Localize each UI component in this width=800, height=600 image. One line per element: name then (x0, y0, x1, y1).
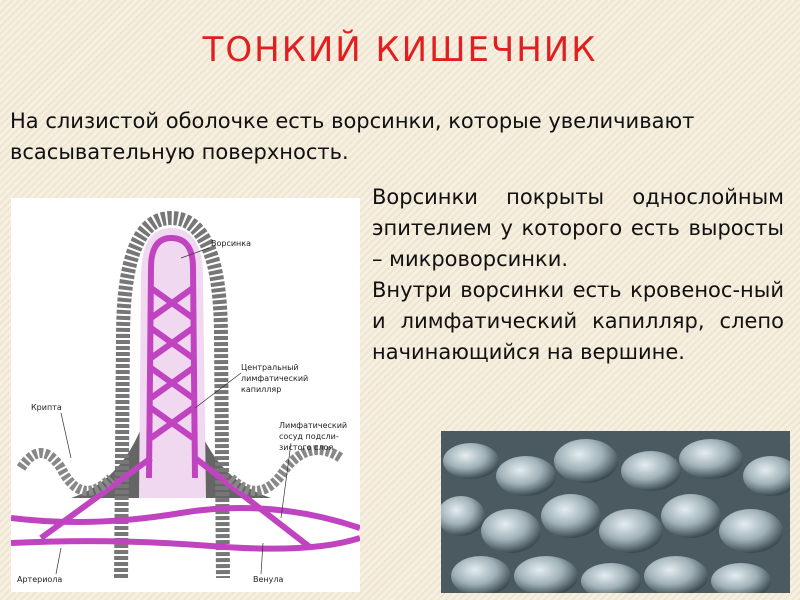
paragraph-capillary: Внутри ворсинки есть кровенос-ный и лимф… (372, 278, 784, 364)
microvilli-photo (441, 431, 790, 593)
label-arteriole: Артериола (17, 575, 62, 584)
label-vessel-3: зистого слоя (279, 443, 333, 452)
label-villus: Ворсинка (211, 239, 251, 248)
body-text: Ворсинки покрыты однослойным эпителием у… (372, 182, 784, 368)
slide-title: ТОНКИЙ КИШЕЧНИК (202, 30, 598, 70)
label-central-3: капилляр (241, 385, 281, 394)
paragraph-epithelium: Ворсинки покрыты однослойным эпителием у… (372, 185, 784, 271)
label-central-2: лимфатический (241, 374, 308, 383)
label-crypt: Крипта (31, 403, 62, 412)
intro-text: На слизистой оболочке есть ворсинки, кот… (10, 109, 695, 164)
label-vessel-1: Лимфатический (279, 421, 347, 430)
label-central-1: Центральный (241, 363, 299, 372)
label-venule: Венула (253, 575, 283, 584)
villus-diagram: Ворсинка Центральный лимфатический капил… (11, 198, 360, 592)
label-vessel-2: сосуд подсли- (279, 432, 339, 441)
